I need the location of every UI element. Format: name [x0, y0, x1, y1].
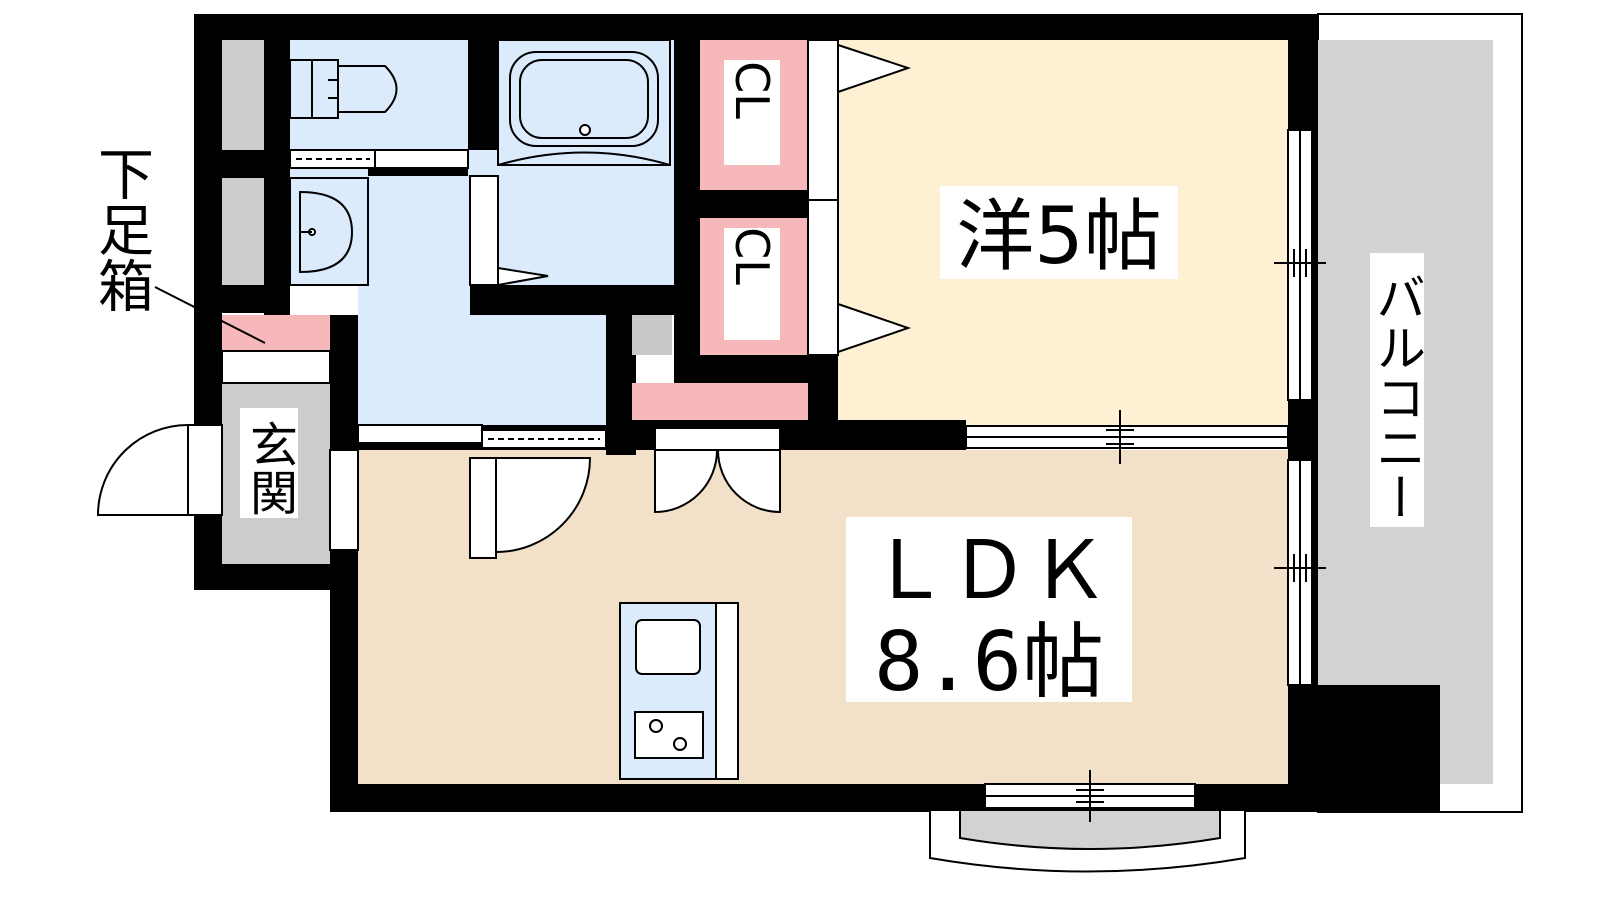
washbasin-fixture — [289, 177, 369, 286]
shoe-box-label: 下足箱 — [89, 145, 154, 313]
bay-window — [929, 770, 1246, 873]
toilet-fixture — [289, 59, 398, 119]
closet-lower — [700, 218, 808, 355]
closet-lower-label: CL — [725, 227, 779, 285]
entrance-door — [96, 424, 223, 516]
western-room-window — [965, 410, 1289, 464]
western-room-label: 洋5帖 — [956, 192, 1162, 282]
bath-door — [469, 175, 549, 287]
closet-upper — [700, 40, 808, 190]
ldk-label-box — [846, 517, 1132, 702]
shoe-box-step — [221, 350, 331, 384]
pipe-shaft — [632, 315, 672, 355]
bathtub-fixture — [497, 39, 671, 166]
shoe-box-leader — [154, 286, 266, 344]
kitchen-counter — [619, 602, 739, 780]
closet-upper-label: CL — [725, 61, 779, 119]
toilet-door — [289, 149, 469, 169]
storage-doors — [654, 427, 781, 514]
left-cabinets — [222, 40, 264, 285]
entrance-label-box — [240, 408, 298, 518]
entrance-threshold — [329, 449, 359, 551]
balcony-window-upper — [1274, 129, 1326, 401]
ldk-label-line1: ＬＤＫ — [869, 524, 1109, 617]
balcony-label: バルコニー — [1368, 272, 1426, 522]
balcony-label-box — [1370, 253, 1424, 527]
closet-doors — [807, 39, 912, 356]
entrance-label: 玄関 — [241, 420, 297, 516]
shoe-box — [222, 315, 330, 351]
balcony-window-lower — [1274, 459, 1326, 686]
hall-door — [469, 457, 592, 559]
western-label-box — [940, 186, 1178, 279]
storage-shelf — [632, 383, 808, 420]
washroom-door — [357, 424, 607, 449]
ldk-label-line2: 8.6帖 — [874, 615, 1104, 710]
